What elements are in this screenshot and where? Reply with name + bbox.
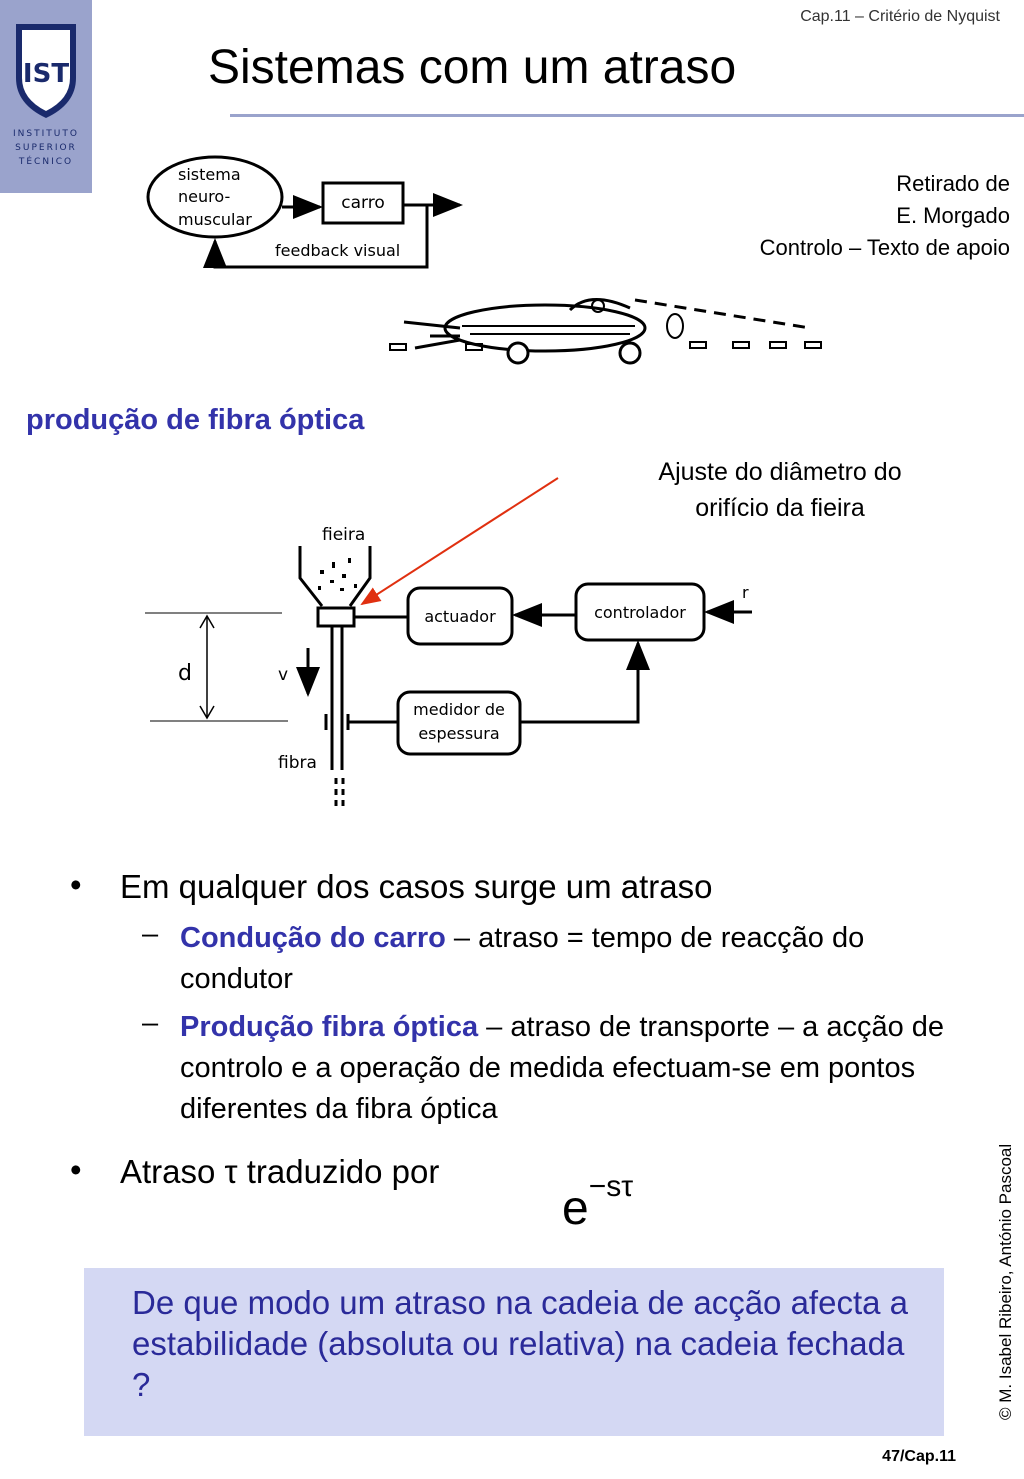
feedback-path	[203, 205, 429, 269]
adjust-annotation: Ajuste do diâmetro do orifício da fieira	[620, 454, 940, 526]
die-particles	[318, 558, 357, 591]
bullet-1-marker: •	[70, 866, 82, 903]
annotation-arrow	[360, 477, 559, 606]
chapter-label: Cap.11 – Critério de Nyquist	[800, 8, 1000, 25]
velocity-label: v	[278, 665, 288, 685]
feedback-label: feedback visual	[275, 241, 400, 260]
annotation-line-2: orifício da fieira	[695, 494, 865, 522]
die-hopper-left	[298, 546, 324, 607]
fiber-label: fibra	[278, 753, 317, 773]
annotation-line-1: Ajuste do diâmetro do	[658, 458, 902, 486]
source-line-3: Controlo – Texto de apoio	[759, 235, 1010, 260]
controller-label: controlador	[594, 603, 686, 622]
sub-1-marker: –	[142, 918, 159, 950]
neuro-label-1: sistema	[178, 165, 241, 184]
sub-2-marker: –	[142, 1007, 159, 1039]
bullet-2-marker: •	[70, 1151, 82, 1188]
car-block-label: carro	[341, 193, 384, 213]
die-hopper-right	[348, 546, 372, 607]
logo-monogram: IST	[23, 59, 69, 89]
meter-label-2: espessura	[418, 724, 499, 743]
source-note: Retirado de E. Morgado Controlo – Texto …	[760, 168, 1010, 264]
sub-bullet-2: Produção fibra óptica – atraso de transp…	[180, 1007, 960, 1130]
meter-feedback	[520, 640, 650, 724]
title-divider	[230, 114, 1024, 117]
logo-line-3: TÉCNICO	[18, 157, 74, 167]
shield-icon: IST	[16, 24, 76, 118]
question-box: De que modo um atraso na cadeia de acção…	[84, 1268, 944, 1436]
section-title: produção de fibra óptica	[26, 404, 365, 436]
d-arrow-down	[199, 705, 215, 720]
ist-logo: IST INSTITUTO SUPERIOR TÉCNICO	[0, 0, 92, 193]
bullet-2: Atraso τ traduzido por	[120, 1153, 440, 1190]
copyright-text: © M. Isabel Ribeiro, António Pascoal	[996, 1143, 1015, 1420]
car-icon	[389, 298, 822, 365]
source-line-1: Retirado de	[896, 171, 1010, 196]
die-label: fieira	[322, 525, 365, 545]
reference-label: r	[742, 583, 749, 602]
logo-line-1: INSTITUTO	[13, 129, 79, 139]
question-text: De que modo um atraso na cadeia de acção…	[132, 1284, 908, 1403]
neuro-label-3: muscular	[178, 210, 252, 229]
bullet-1: Em qualquer dos casos surge um atraso	[120, 868, 713, 905]
neuromuscular-ellipse	[146, 155, 284, 239]
source-line-2: E. Morgado	[896, 203, 1010, 228]
distance-label: d	[178, 661, 192, 686]
d-arrow-up	[199, 614, 215, 629]
sub-2-text: – atraso de transporte – a acção de cont…	[180, 1011, 945, 1125]
sub-1-emphasis: Condução do carro	[180, 922, 446, 954]
car-block	[321, 181, 405, 225]
car-control-diagram: sistema neuro- muscular carro feedback v…	[146, 155, 822, 365]
formula-base: e	[562, 1182, 589, 1235]
formula-exponent: −sτ	[588, 1170, 634, 1203]
page-title: Sistemas com um atraso	[208, 41, 737, 94]
die-orifice	[316, 606, 356, 628]
delay-formula: e−sτ	[562, 1170, 633, 1236]
neuro-label-2: neuro-	[178, 187, 230, 206]
copyright-vertical: © M. Isabel Ribeiro, António Pascoal	[996, 1140, 1016, 1420]
sub-2-emphasis: Produção fibra óptica	[180, 1011, 479, 1043]
page-number: 47/Cap.11	[882, 1448, 956, 1465]
fiber-control-diagram: fieira fibra d v actuador controlador r …	[145, 477, 752, 810]
logo-line-2: SUPERIOR	[15, 143, 77, 153]
actuator-label: actuador	[424, 607, 496, 626]
sub-1-text: – atraso = tempo de reacção do condutor	[180, 922, 865, 995]
sub-bullet-1: Condução do carro – atraso = tempo de re…	[180, 918, 960, 1000]
meter-label-1: medidor de	[413, 700, 505, 719]
